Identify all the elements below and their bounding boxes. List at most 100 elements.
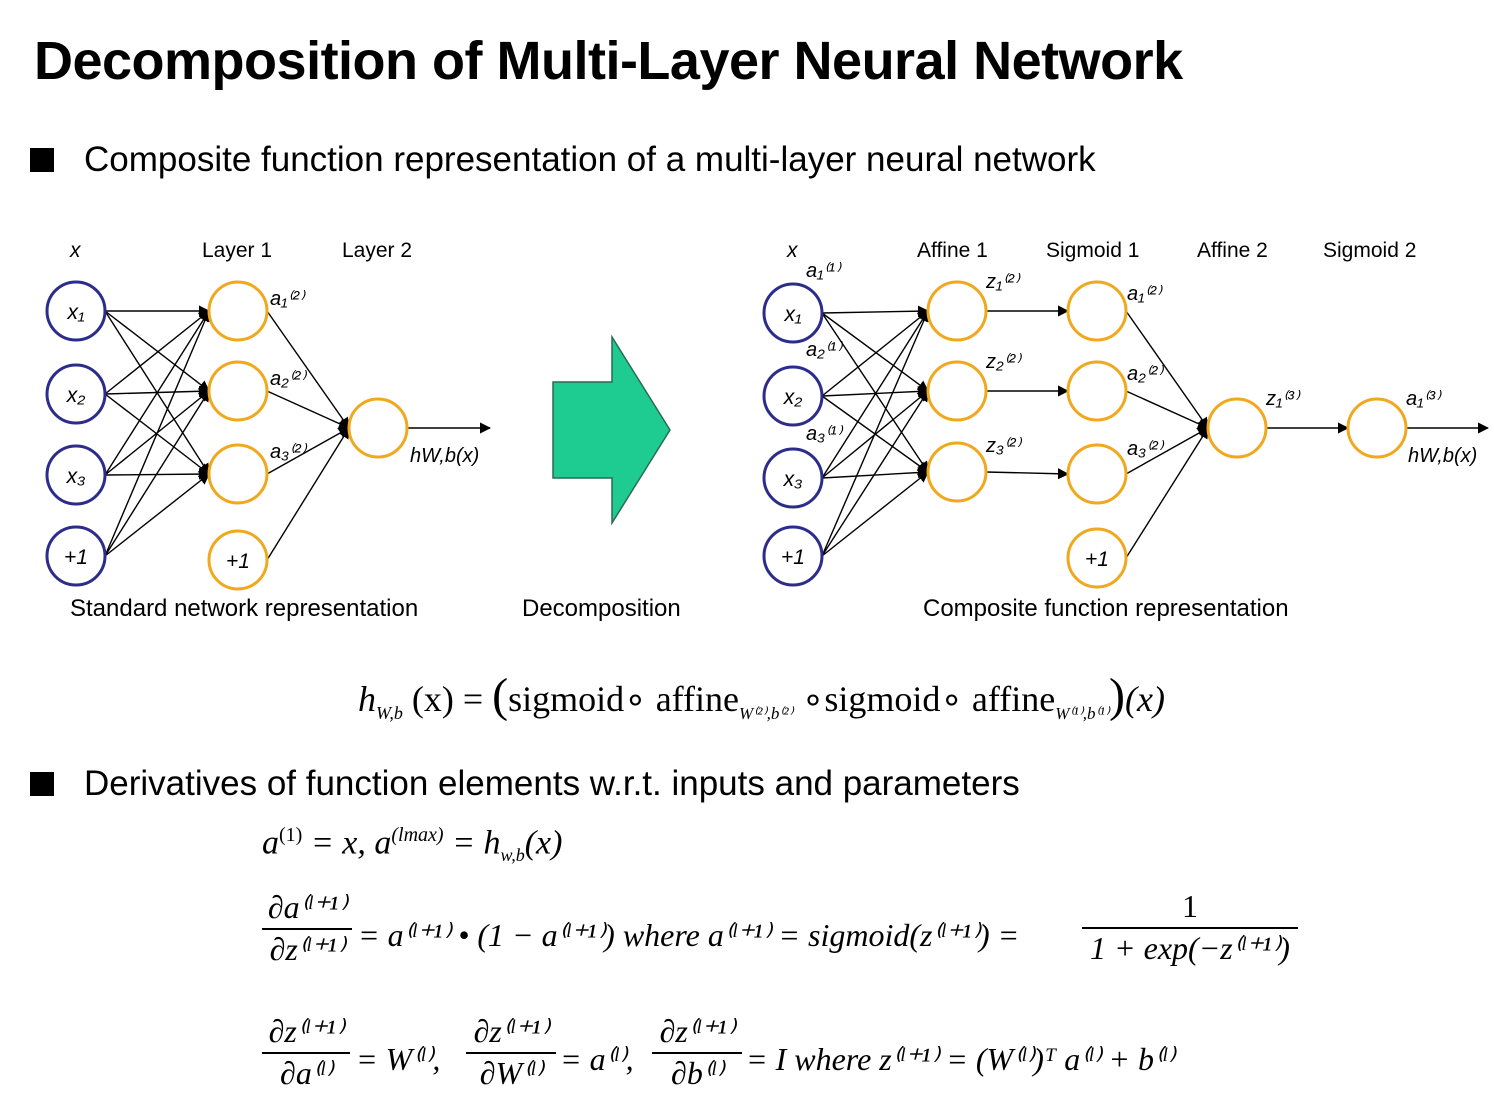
header-affine-2: Affine 2	[1197, 239, 1268, 262]
eq-t1: sigmoid	[508, 679, 625, 719]
eq2-num: ∂a⁽ˡ⁺¹⁾	[267, 889, 347, 925]
sigmoid-node	[1066, 527, 1128, 589]
connection-edge	[821, 309, 930, 557]
input-node	[762, 365, 824, 427]
hidden-node	[207, 443, 269, 505]
connection-edge	[821, 466, 930, 479]
connection-edge	[821, 312, 929, 473]
eq-equals: =	[462, 679, 484, 719]
output-node	[347, 397, 409, 459]
caption-composite: Composite function representation	[923, 595, 1289, 622]
hidden-node	[207, 360, 269, 422]
connection-edge	[1125, 310, 1209, 429]
eq3-r3: = I where z⁽ˡ⁺¹⁾ = (W⁽ˡ⁾)ᵀ a⁽ˡ⁾ + b⁽ˡ⁾	[746, 1041, 1175, 1077]
eq1-p1: = x,	[302, 824, 375, 862]
input-node-label: x₃	[783, 468, 803, 491]
eq-o1: ∘	[624, 679, 647, 719]
input-node-label: x₃	[66, 465, 86, 488]
eq-open: (	[492, 669, 509, 722]
connection-edge	[821, 312, 929, 392]
header-x: x	[69, 239, 82, 262]
output-label: hW,b(x)	[410, 445, 479, 467]
eq1-a1: a	[262, 824, 279, 862]
header-layer-1: Layer 1	[202, 239, 272, 262]
connection-edge	[821, 471, 929, 557]
bullet-square	[30, 148, 54, 172]
eq-s2: W⁽²⁾,b⁽²⁾	[738, 704, 793, 724]
eq2-fraction-2: 1 1 + exp(−z⁽ˡ⁺¹⁾)	[1082, 888, 1298, 967]
hidden-activation-label: a₁⁽²⁾	[270, 288, 306, 310]
connection-edge	[266, 390, 351, 429]
network-diagrams: x Layer 1 Layer 2 x₁ x₂ x₃ +1 +1 a₁⁽²⁾ a₂⁽²⁾ a₃⁽²⁾…	[45, 239, 1490, 591]
input-node	[762, 282, 824, 344]
input-node	[45, 444, 107, 506]
affine-output-label: z₃⁽²⁾	[985, 435, 1023, 457]
input-node-label: +1	[781, 546, 805, 569]
affine-node	[926, 280, 988, 342]
eq3-f3-den: ∂b⁽ˡ⁾	[671, 1055, 723, 1091]
decomposition-arrow	[552, 334, 671, 526]
connection-edge	[266, 427, 350, 475]
eq2-den: ∂z⁽ˡ⁺¹⁾	[269, 931, 345, 967]
slide-title: Decomposition of Multi-Layer Neural Netw…	[34, 31, 1183, 91]
input-node-label: +1	[64, 546, 88, 569]
header-layer-2: Layer 2	[342, 239, 412, 262]
header-sigmoid-1: Sigmoid 1	[1046, 239, 1139, 262]
input-node-label: x₁	[783, 303, 802, 326]
sigmoid-node	[1066, 360, 1128, 422]
input-node-label: x₁	[66, 301, 85, 324]
eq1-p3: (x)	[524, 824, 563, 862]
eq2-mid: = a⁽ˡ⁺¹⁾ • (1 − a⁽ˡ⁺¹⁾) where a⁽ˡ⁺¹⁾ = s…	[358, 917, 1020, 953]
sigmoid-output-label: a₂⁽²⁾	[1127, 363, 1164, 385]
eq1-a1-sup: (1)	[279, 824, 303, 846]
bullet-square	[30, 772, 54, 796]
connection-edge	[266, 427, 350, 561]
connection-edge	[104, 310, 210, 395]
hidden-node	[207, 529, 269, 591]
eq3-f2-den: ∂W⁽ˡ⁾	[479, 1055, 543, 1091]
eq3-f1-num: ∂z⁽ˡ⁺¹⁾	[268, 1013, 344, 1049]
bullet-text-1: Composite function representation of a m…	[84, 140, 1096, 179]
sigmoid-node	[1066, 280, 1128, 342]
eq3-f3-num: ∂z⁽ˡ⁺¹⁾	[659, 1013, 735, 1049]
input-node-label: x₂	[66, 384, 86, 407]
hidden-activation-label: a₂⁽²⁾	[270, 368, 307, 390]
eq3-r1: = W⁽ˡ⁾,	[356, 1041, 441, 1077]
connection-edge	[821, 305, 930, 317]
input-activation-label: a₁⁽¹⁾	[806, 260, 842, 282]
eq3-f2-num: ∂z⁽ˡ⁺¹⁾	[473, 1013, 549, 1049]
eq3-r2: = a⁽ˡ⁾,	[560, 1041, 634, 1077]
connection-edge	[104, 473, 210, 557]
sigmoid-2-label: a₁⁽³⁾	[1406, 388, 1442, 410]
affine-node	[926, 360, 988, 422]
sigmoid-node-label: +1	[1085, 548, 1109, 571]
eq-h-sub: W,b	[376, 703, 403, 724]
eq3-f1-den: ∂a⁽ˡ⁾	[280, 1055, 332, 1091]
eq-t2: affine	[655, 679, 739, 719]
connection-edge	[104, 309, 211, 557]
eq1-h-sub: w,b	[500, 845, 525, 866]
eq-arg: (x)	[411, 679, 454, 719]
caption-standard: Standard network representation	[70, 595, 419, 622]
connection-edge	[266, 310, 350, 429]
connection-edge	[821, 310, 929, 397]
input-node	[45, 363, 107, 425]
bullet-text-2: Derivatives of function elements w.r.t. …	[84, 764, 1020, 803]
connection-edge	[985, 468, 1070, 480]
eq-close: )	[1109, 669, 1125, 722]
input-node-label: x₂	[783, 386, 803, 409]
eq-tail: (x)	[1125, 679, 1165, 719]
caption-decomposition: Decomposition	[522, 595, 681, 622]
eq2-num2: 1	[1082, 888, 1298, 929]
sigmoid-output-label: a₃⁽²⁾	[1127, 438, 1165, 460]
connection-edge	[104, 310, 210, 476]
affine-output-label: z₂⁽²⁾	[985, 351, 1022, 373]
affine-node	[926, 441, 988, 503]
eq-o2: ∘	[801, 679, 825, 719]
eq-s4: W⁽¹⁾,b⁽¹⁾	[1055, 704, 1110, 724]
equation-1: a(1) = x, a(lmax) = hw,b(x)	[262, 824, 562, 866]
hidden-activation-label: a₃⁽²⁾	[270, 441, 308, 463]
